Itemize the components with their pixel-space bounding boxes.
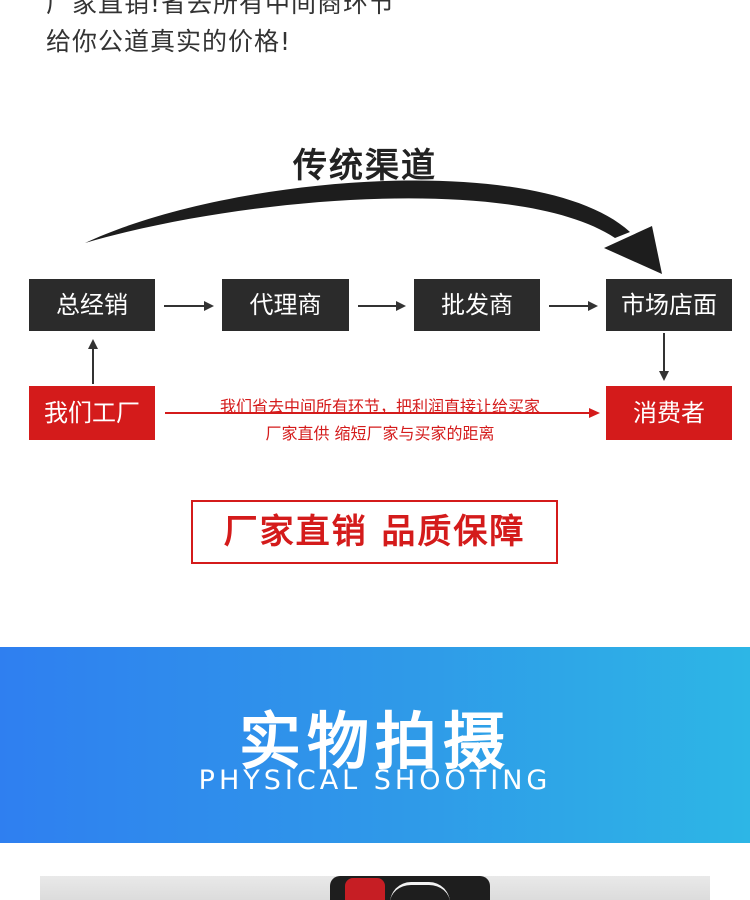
traditional-channel-title: 传统渠道: [293, 146, 437, 186]
traditional-channel-arc-arrow: [85, 180, 662, 274]
banner-subtitle: PHYSICAL SHOOTING: [198, 765, 552, 796]
intro-line-2: 给你公道真实的价格!: [46, 27, 292, 56]
flow-arrows: [88, 301, 669, 418]
node-general-distributor: 总经销: [29, 279, 155, 331]
product-photo: [40, 876, 710, 900]
direct-note-line-1: 我们省去中间所有环节，把利润直接让给买家: [219, 397, 540, 416]
slogan-box: 厂家直销 品质保障: [191, 500, 558, 564]
banner-title: 实物拍摄: [238, 705, 511, 778]
node-wholesaler: 批发商: [414, 279, 540, 331]
node-agent: 代理商: [222, 279, 349, 331]
intro-line-1: 厂家直销!省去所有中间商环节: [46, 0, 396, 18]
consumer-box: 消费者: [606, 386, 732, 440]
our-factory-box: 我们工厂: [29, 386, 155, 440]
product-red-part: [345, 878, 385, 900]
node-market-store: 市场店面: [606, 279, 732, 331]
product-white-ring: [390, 882, 450, 900]
direct-note-line-2: 厂家直供 缩短厂家与买家的距离: [265, 424, 495, 443]
section-banner: 实物拍摄 PHYSICAL SHOOTING: [0, 647, 750, 843]
